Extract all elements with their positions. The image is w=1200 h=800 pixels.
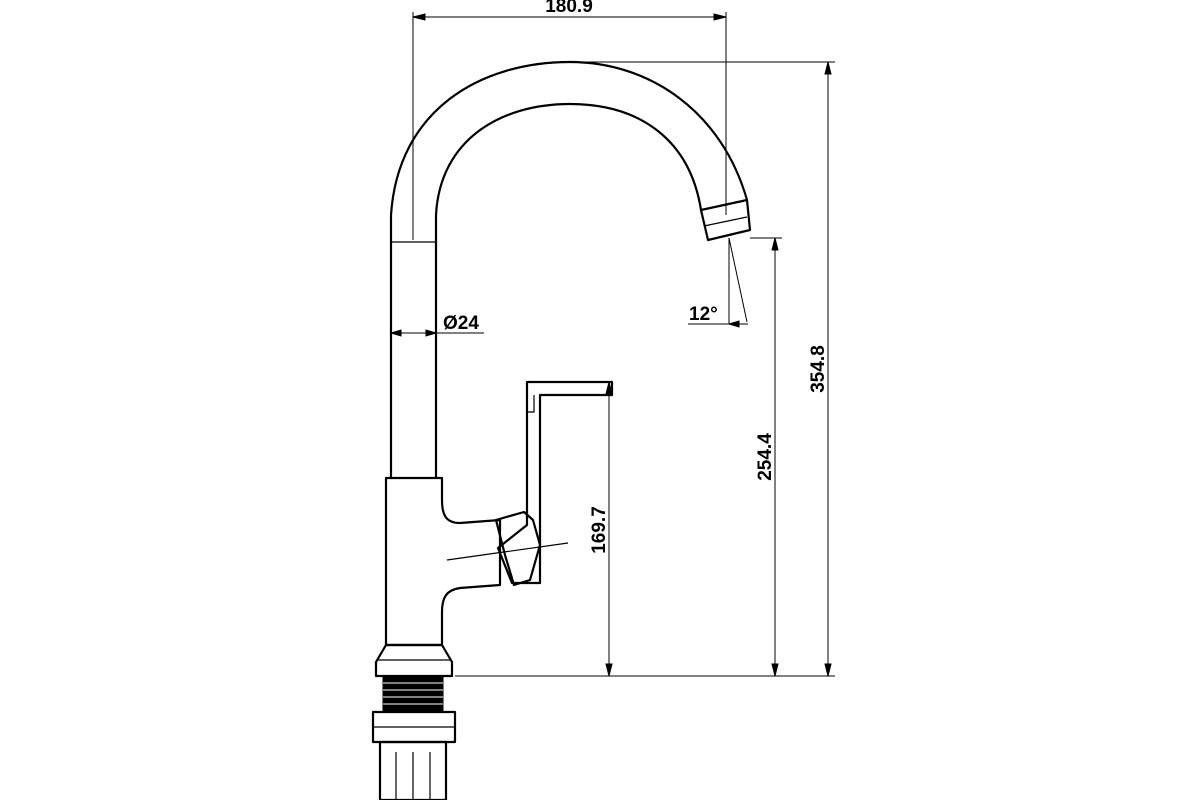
thread-lines xyxy=(383,682,443,705)
lever-axis-line xyxy=(446,542,569,561)
dimension-total-height: 354.8 xyxy=(455,61,835,677)
dimension-outlet-height: 254.4 xyxy=(750,237,782,677)
base-flange xyxy=(374,643,454,678)
mixer-body xyxy=(384,476,502,647)
dimensions: 180.9 354.8 254.4 169.7 xyxy=(389,0,835,677)
threaded-shank xyxy=(382,675,444,713)
faucet-body xyxy=(371,60,752,800)
outlet-angle-label: 12° xyxy=(689,304,718,325)
outlet-height-label: 254.4 xyxy=(755,433,776,481)
dimension-lever-height: 169.7 xyxy=(589,381,613,677)
lever-handle xyxy=(494,510,542,587)
spout-outlet-line xyxy=(703,216,748,227)
spout-nozzle xyxy=(699,198,752,242)
total-height-label: 354.8 xyxy=(808,345,829,393)
tube-diameter-label: Ø24 xyxy=(443,313,479,334)
lever-housing-step xyxy=(526,395,535,413)
lever-housing xyxy=(496,380,614,585)
connector-flats xyxy=(395,752,431,800)
dimension-spout-reach: 180.9 xyxy=(412,0,727,240)
spout-inner-curve xyxy=(434,102,703,244)
dimension-outlet-angle: 12° xyxy=(688,237,748,328)
supply-connector xyxy=(378,740,448,800)
dimension-tube-diameter: Ø24 xyxy=(389,313,484,337)
lever-height-label: 169.7 xyxy=(589,506,610,554)
spout-outer-curve xyxy=(389,60,749,244)
spout-reach-label: 180.9 xyxy=(545,0,593,17)
